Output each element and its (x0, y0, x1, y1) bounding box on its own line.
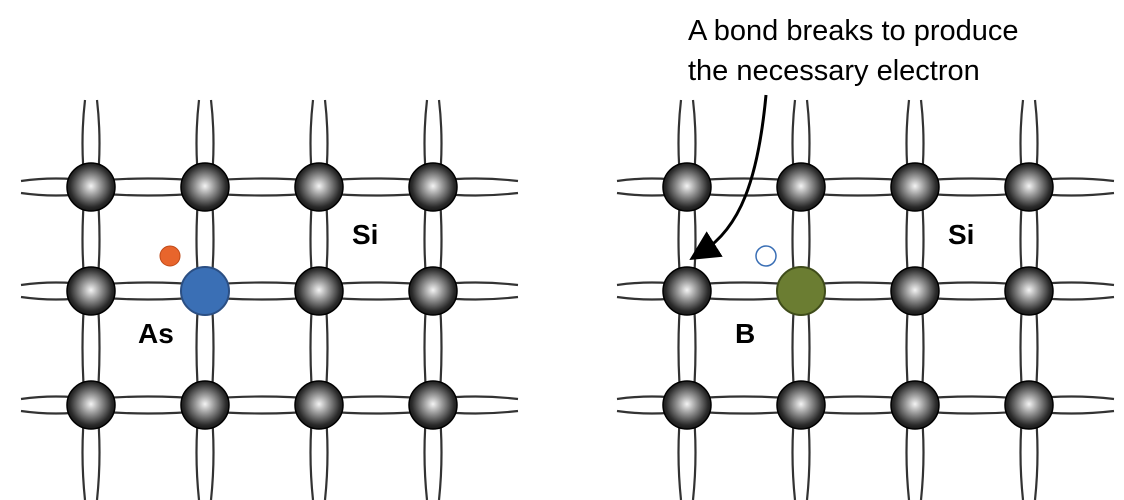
right-panel-boron-lattice: B Si (616, 99, 1115, 500)
right-dopant-label: B (735, 318, 755, 349)
right-si-atom-r1-c2 (890, 266, 940, 316)
right-atoms (662, 162, 1054, 430)
left-si-atom-r2-c1 (180, 380, 230, 430)
left-host-label: Si (352, 219, 378, 250)
left-panel-arsenic-lattice: As Si (20, 99, 519, 500)
right-si-atom-r2-c1 (776, 380, 826, 430)
annotation-arrow (689, 94, 768, 261)
right-hole (755, 245, 777, 267)
right-si-atom-r0-c3 (1004, 162, 1054, 212)
right-si-atom-r1-c3 (1004, 266, 1054, 316)
left-si-atom-r1-c0 (66, 266, 116, 316)
left-si-atom-r2-c3 (408, 380, 458, 430)
right-si-atom-r2-c3 (1004, 380, 1054, 430)
right-si-atom-r2-c0 (662, 380, 712, 430)
right-dopant-atom (776, 266, 826, 316)
left-si-atom-r0-c0 (66, 162, 116, 212)
left-atoms (66, 162, 458, 430)
right-si-atom-r2-c2 (890, 380, 940, 430)
annotation-line-1: A bond breaks to produce (688, 15, 1019, 47)
annotation-line-2: the necessary electron (688, 55, 980, 87)
left-dopant-atom (180, 266, 230, 316)
right-host-label: Si (948, 219, 974, 250)
left-si-atom-r0-c2 (294, 162, 344, 212)
right-si-atom-r1-c0 (662, 266, 712, 316)
right-si-atom-r0-c0 (662, 162, 712, 212)
right-si-atom-r0-c1 (776, 162, 826, 212)
left-free-electron (159, 245, 181, 267)
right-si-atom-r0-c2 (890, 162, 940, 212)
left-si-atom-r2-c2 (294, 380, 344, 430)
left-si-atom-r0-c1 (180, 162, 230, 212)
left-si-atom-r2-c0 (66, 380, 116, 430)
left-si-atom-r1-c3 (408, 266, 458, 316)
left-si-atom-r0-c3 (408, 162, 458, 212)
left-dopant-label: As (138, 318, 174, 349)
left-si-atom-r1-c2 (294, 266, 344, 316)
